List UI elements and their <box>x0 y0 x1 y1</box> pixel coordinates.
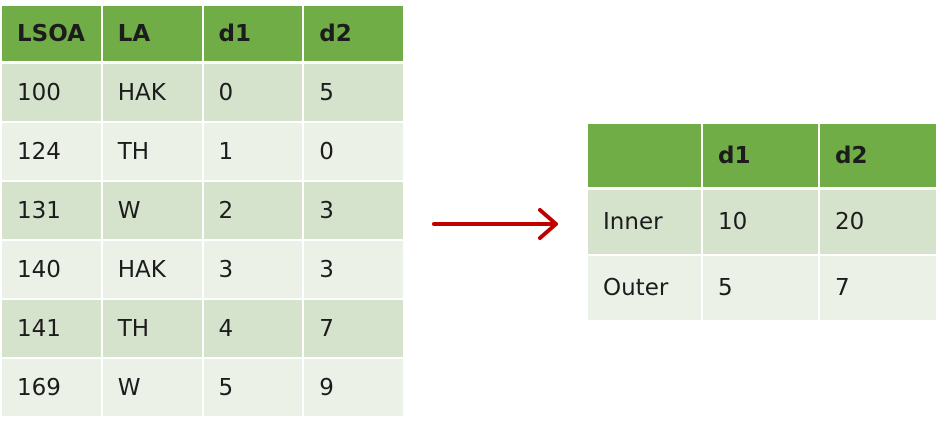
cell-lsoa: 131 <box>2 182 103 241</box>
cell-d1: 5 <box>703 256 820 322</box>
cell-lsoa: 141 <box>2 300 103 359</box>
cell-d2: 7 <box>820 256 938 322</box>
result-table-header-row: d1 d2 <box>588 124 938 190</box>
cell-d1: 1 <box>203 123 305 182</box>
cell-lsoa: 169 <box>2 359 103 418</box>
cell-la: TH <box>102 300 204 359</box>
cell-d2: 0 <box>304 123 405 182</box>
cell-d2: 20 <box>820 190 938 256</box>
header-d2: d2 <box>820 124 938 190</box>
table-row: 141 TH 4 7 <box>2 300 405 359</box>
cell-d1: 0 <box>203 64 305 123</box>
cell-la: HAK <box>102 241 204 300</box>
source-table-header-row: LSOA LA d1 d2 <box>2 6 405 64</box>
cell-d2: 5 <box>304 64 405 123</box>
cell-d1: 3 <box>203 241 305 300</box>
cell-d1: 5 <box>203 359 305 418</box>
cell-d2: 7 <box>304 300 405 359</box>
cell-lsoa: 140 <box>2 241 103 300</box>
cell-la: HAK <box>102 64 204 123</box>
cell-d1: 10 <box>703 190 820 256</box>
table-row: 169 W 5 9 <box>2 359 405 418</box>
source-table: LSOA LA d1 d2 100 HAK 0 5 124 TH 1 0 131… <box>2 6 405 418</box>
header-d1: d1 <box>703 124 820 190</box>
table-row: Inner 10 20 <box>588 190 938 256</box>
cell-la: TH <box>102 123 204 182</box>
cell-d1: 4 <box>203 300 305 359</box>
cell-d1: 2 <box>203 182 305 241</box>
cell-lsoa: 124 <box>2 123 103 182</box>
table-row: 124 TH 1 0 <box>2 123 405 182</box>
cell-region: Outer <box>588 256 703 322</box>
header-blank <box>588 124 703 190</box>
table-row: Outer 5 7 <box>588 256 938 322</box>
cell-la: W <box>102 182 204 241</box>
cell-la: W <box>102 359 204 418</box>
cell-region: Inner <box>588 190 703 256</box>
header-d1: d1 <box>203 6 305 64</box>
cell-lsoa: 100 <box>2 64 103 123</box>
cell-d2: 9 <box>304 359 405 418</box>
table-row: 140 HAK 3 3 <box>2 241 405 300</box>
cell-d2: 3 <box>304 241 405 300</box>
table-row: 100 HAK 0 5 <box>2 64 405 123</box>
header-lsoa: LSOA <box>2 6 103 64</box>
table-row: 131 W 2 3 <box>2 182 405 241</box>
header-la: LA <box>102 6 204 64</box>
result-table: d1 d2 Inner 10 20 Outer 5 7 <box>588 124 938 322</box>
header-d2: d2 <box>304 6 405 64</box>
right-arrow-icon <box>432 208 558 240</box>
cell-d2: 3 <box>304 182 405 241</box>
